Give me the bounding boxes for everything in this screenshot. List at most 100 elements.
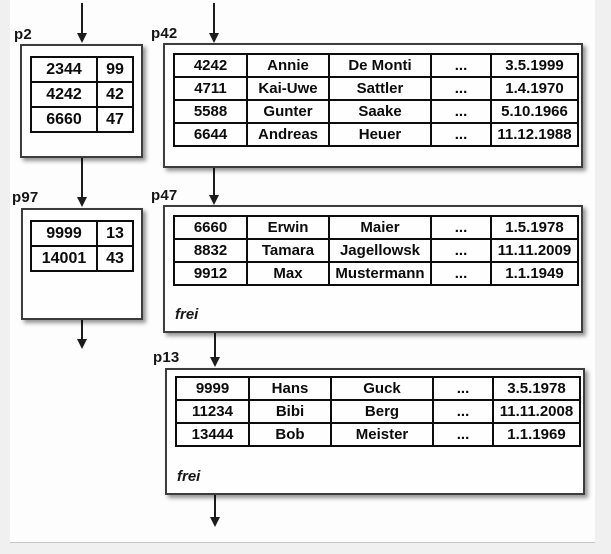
- firstname-cell: Kai-Uwe: [246, 76, 330, 101]
- page-box-p2: 2344 99 4242 42 6660 47: [20, 44, 143, 158]
- arrow-line: [81, 3, 83, 34]
- firstname-cell: Annie: [246, 53, 330, 78]
- arrow-into-p2: [77, 3, 87, 43]
- arrow-into-p42: [209, 3, 219, 43]
- table-row: 13444 Bob Meister ... 1.1.1969: [175, 422, 581, 447]
- arrowhead-down-icon: [77, 33, 87, 43]
- arrow-line: [214, 495, 216, 518]
- arrow-line: [81, 320, 83, 340]
- arrowhead-down-icon: [209, 195, 219, 205]
- lastname-cell: Heuer: [328, 122, 432, 147]
- record-table-p47: 6660 Erwin Maier ... 1.5.1978 8832 Tamar…: [173, 215, 579, 286]
- page-label-p47: p47: [151, 187, 178, 204]
- firstname-cell: Erwin: [246, 215, 330, 240]
- arrow-line: [81, 158, 83, 198]
- record-table-p42: 4242 Annie De Monti ... 3.5.1999 4711 Ka…: [173, 53, 579, 147]
- page-label-p13: p13: [153, 349, 180, 366]
- date-cell: 1.1.1949: [490, 261, 579, 286]
- id-cell: 9999: [175, 376, 250, 401]
- date-cell: 3.5.1999: [490, 53, 579, 78]
- id-cell: 13444: [175, 422, 250, 447]
- date-cell: 1.4.1970: [490, 76, 579, 101]
- firstname-cell: Gunter: [246, 99, 330, 124]
- table-row: 9999 13: [30, 220, 134, 247]
- ellipsis-cell: ...: [430, 53, 492, 78]
- arrow-line: [213, 3, 215, 34]
- key-cell: 6660: [30, 106, 98, 133]
- ellipsis-cell: ...: [432, 399, 494, 424]
- arrowhead-down-icon: [210, 517, 220, 527]
- arrow-p97-down: [77, 320, 87, 349]
- id-cell: 4242: [173, 53, 248, 78]
- index-table-p2: 2344 99 4242 42 6660 47: [30, 56, 134, 133]
- table-row: 2344 99: [30, 56, 134, 83]
- arrow-p47-to-p13: [210, 333, 220, 367]
- page-label-p42: p42: [151, 25, 178, 42]
- table-row: 8832 Tamara Jagellowsk ... 11.11.2009: [173, 238, 579, 263]
- ellipsis-cell: ...: [430, 261, 492, 286]
- date-cell: 1.1.1969: [492, 422, 581, 447]
- key-cell: 4242: [30, 81, 98, 108]
- arrowhead-down-icon: [77, 197, 87, 207]
- key-cell: 14001: [30, 245, 98, 272]
- date-cell: 5.10.1966: [490, 99, 579, 124]
- ellipsis-cell: ...: [432, 422, 494, 447]
- arrow-line: [214, 333, 216, 358]
- lastname-cell: Guck: [330, 376, 434, 401]
- table-row: 14001 43: [30, 245, 134, 272]
- ellipsis-cell: ...: [430, 76, 492, 101]
- lastname-cell: Berg: [330, 399, 434, 424]
- table-row: 6660 47: [30, 106, 134, 133]
- free-space-label: frei: [177, 468, 201, 485]
- id-cell: 4711: [173, 76, 248, 101]
- page-box-p47: 6660 Erwin Maier ... 1.5.1978 8832 Tamar…: [163, 205, 583, 333]
- date-cell: 11.11.2009: [490, 238, 579, 263]
- lastname-cell: Sattler: [328, 76, 432, 101]
- table-row: 6644 Andreas Heuer ... 11.12.1988: [173, 122, 579, 147]
- table-row: 4242 Annie De Monti ... 3.5.1999: [173, 53, 579, 78]
- date-cell: 1.5.1978: [490, 215, 579, 240]
- table-row: 11234 Bibi Berg ... 11.11.2008: [175, 399, 581, 424]
- table-row: 4242 42: [30, 81, 134, 108]
- key-cell: 9999: [30, 220, 98, 247]
- id-cell: 9912: [173, 261, 248, 286]
- firstname-cell: Max: [246, 261, 330, 286]
- ellipsis-cell: ...: [430, 99, 492, 124]
- id-cell: 11234: [175, 399, 250, 424]
- pointer-cell: 13: [96, 220, 134, 247]
- page-box-p13: 9999 Hans Guck ... 3.5.1978 11234 Bibi B…: [165, 368, 585, 495]
- id-cell: 6644: [173, 122, 248, 147]
- lastname-cell: De Monti: [328, 53, 432, 78]
- firstname-cell: Bibi: [248, 399, 332, 424]
- table-row: 4711 Kai-Uwe Sattler ... 1.4.1970: [173, 76, 579, 101]
- firstname-cell: Tamara: [246, 238, 330, 263]
- lastname-cell: Maier: [328, 215, 432, 240]
- firstname-cell: Hans: [248, 376, 332, 401]
- id-cell: 6660: [173, 215, 248, 240]
- free-space-label: frei: [175, 306, 199, 323]
- table-row: 5588 Gunter Saake ... 5.10.1966: [173, 99, 579, 124]
- pointer-cell: 42: [96, 81, 134, 108]
- page-label-p97: p97: [12, 189, 39, 206]
- table-row: 9999 Hans Guck ... 3.5.1978: [175, 376, 581, 401]
- id-cell: 8832: [173, 238, 248, 263]
- date-cell: 11.11.2008: [492, 399, 581, 424]
- ellipsis-cell: ...: [430, 122, 492, 147]
- page-box-p97: 9999 13 14001 43: [21, 208, 143, 320]
- lastname-cell: Mustermann: [328, 261, 432, 286]
- lastname-cell: Jagellowsk: [328, 238, 432, 263]
- date-cell: 11.12.1988: [490, 122, 579, 147]
- index-table-p97: 9999 13 14001 43: [30, 220, 134, 272]
- id-cell: 5588: [173, 99, 248, 124]
- firstname-cell: Andreas: [246, 122, 330, 147]
- pointer-cell: 99: [96, 56, 134, 83]
- date-cell: 3.5.1978: [492, 376, 581, 401]
- arrow-p42-to-p47: [209, 168, 219, 205]
- arrow-line: [213, 168, 215, 196]
- ellipsis-cell: ...: [430, 238, 492, 263]
- arrowhead-down-icon: [209, 33, 219, 43]
- record-table-p13: 9999 Hans Guck ... 3.5.1978 11234 Bibi B…: [175, 376, 581, 447]
- lastname-cell: Saake: [328, 99, 432, 124]
- lastname-cell: Meister: [330, 422, 434, 447]
